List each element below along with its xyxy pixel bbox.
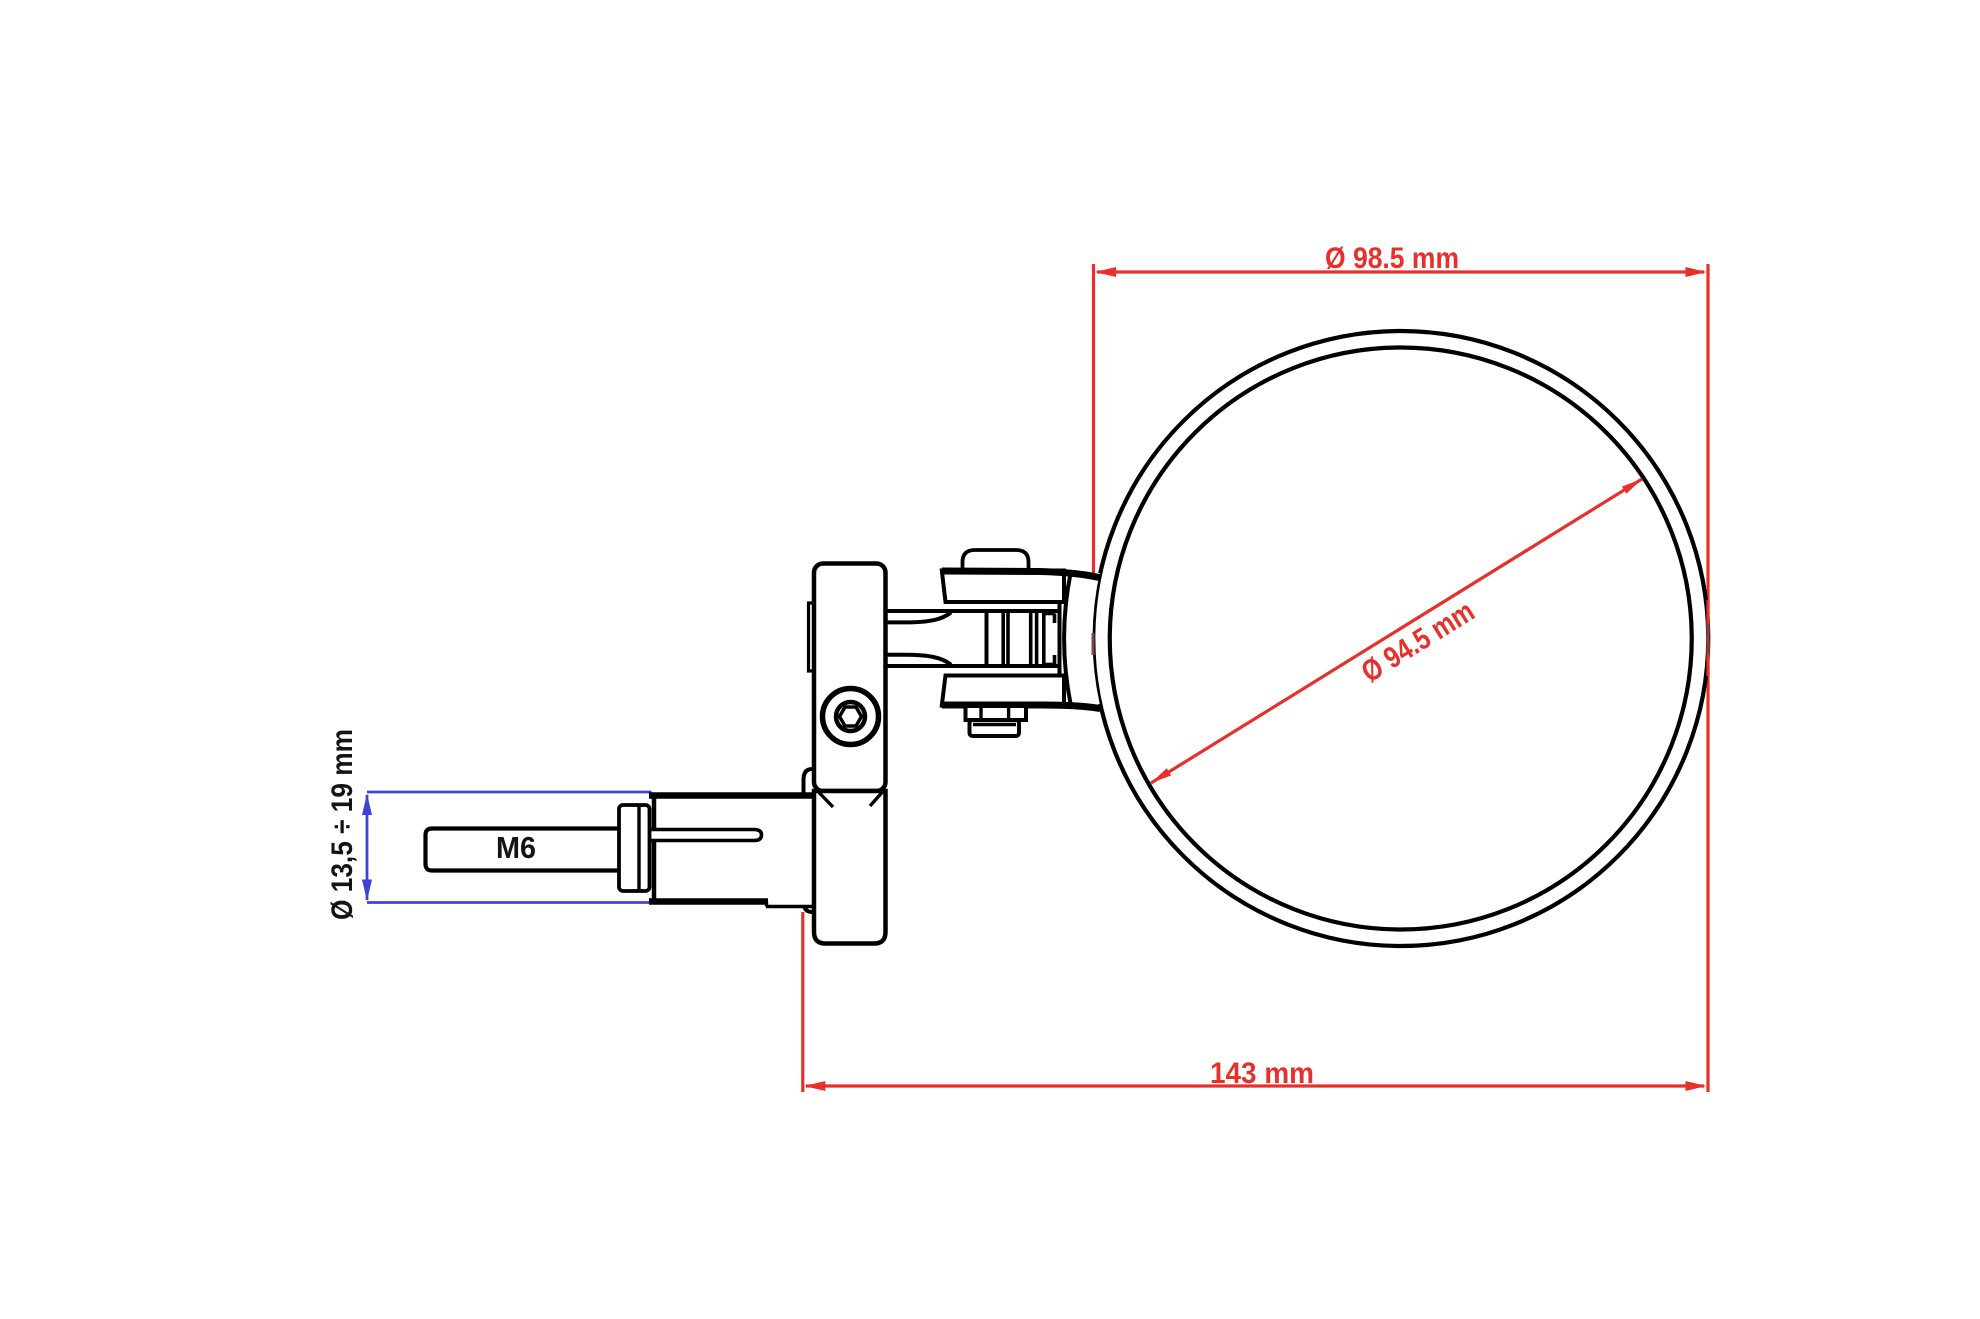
svg-text:Ø 98.5 mm: Ø 98.5 mm [1325, 242, 1459, 275]
svg-text:Ø 13,5 ÷ 19 mm: Ø 13,5 ÷ 19 mm [326, 729, 359, 920]
svg-text:M6: M6 [496, 830, 536, 865]
svg-text:143 mm: 143 mm [1210, 1057, 1314, 1090]
